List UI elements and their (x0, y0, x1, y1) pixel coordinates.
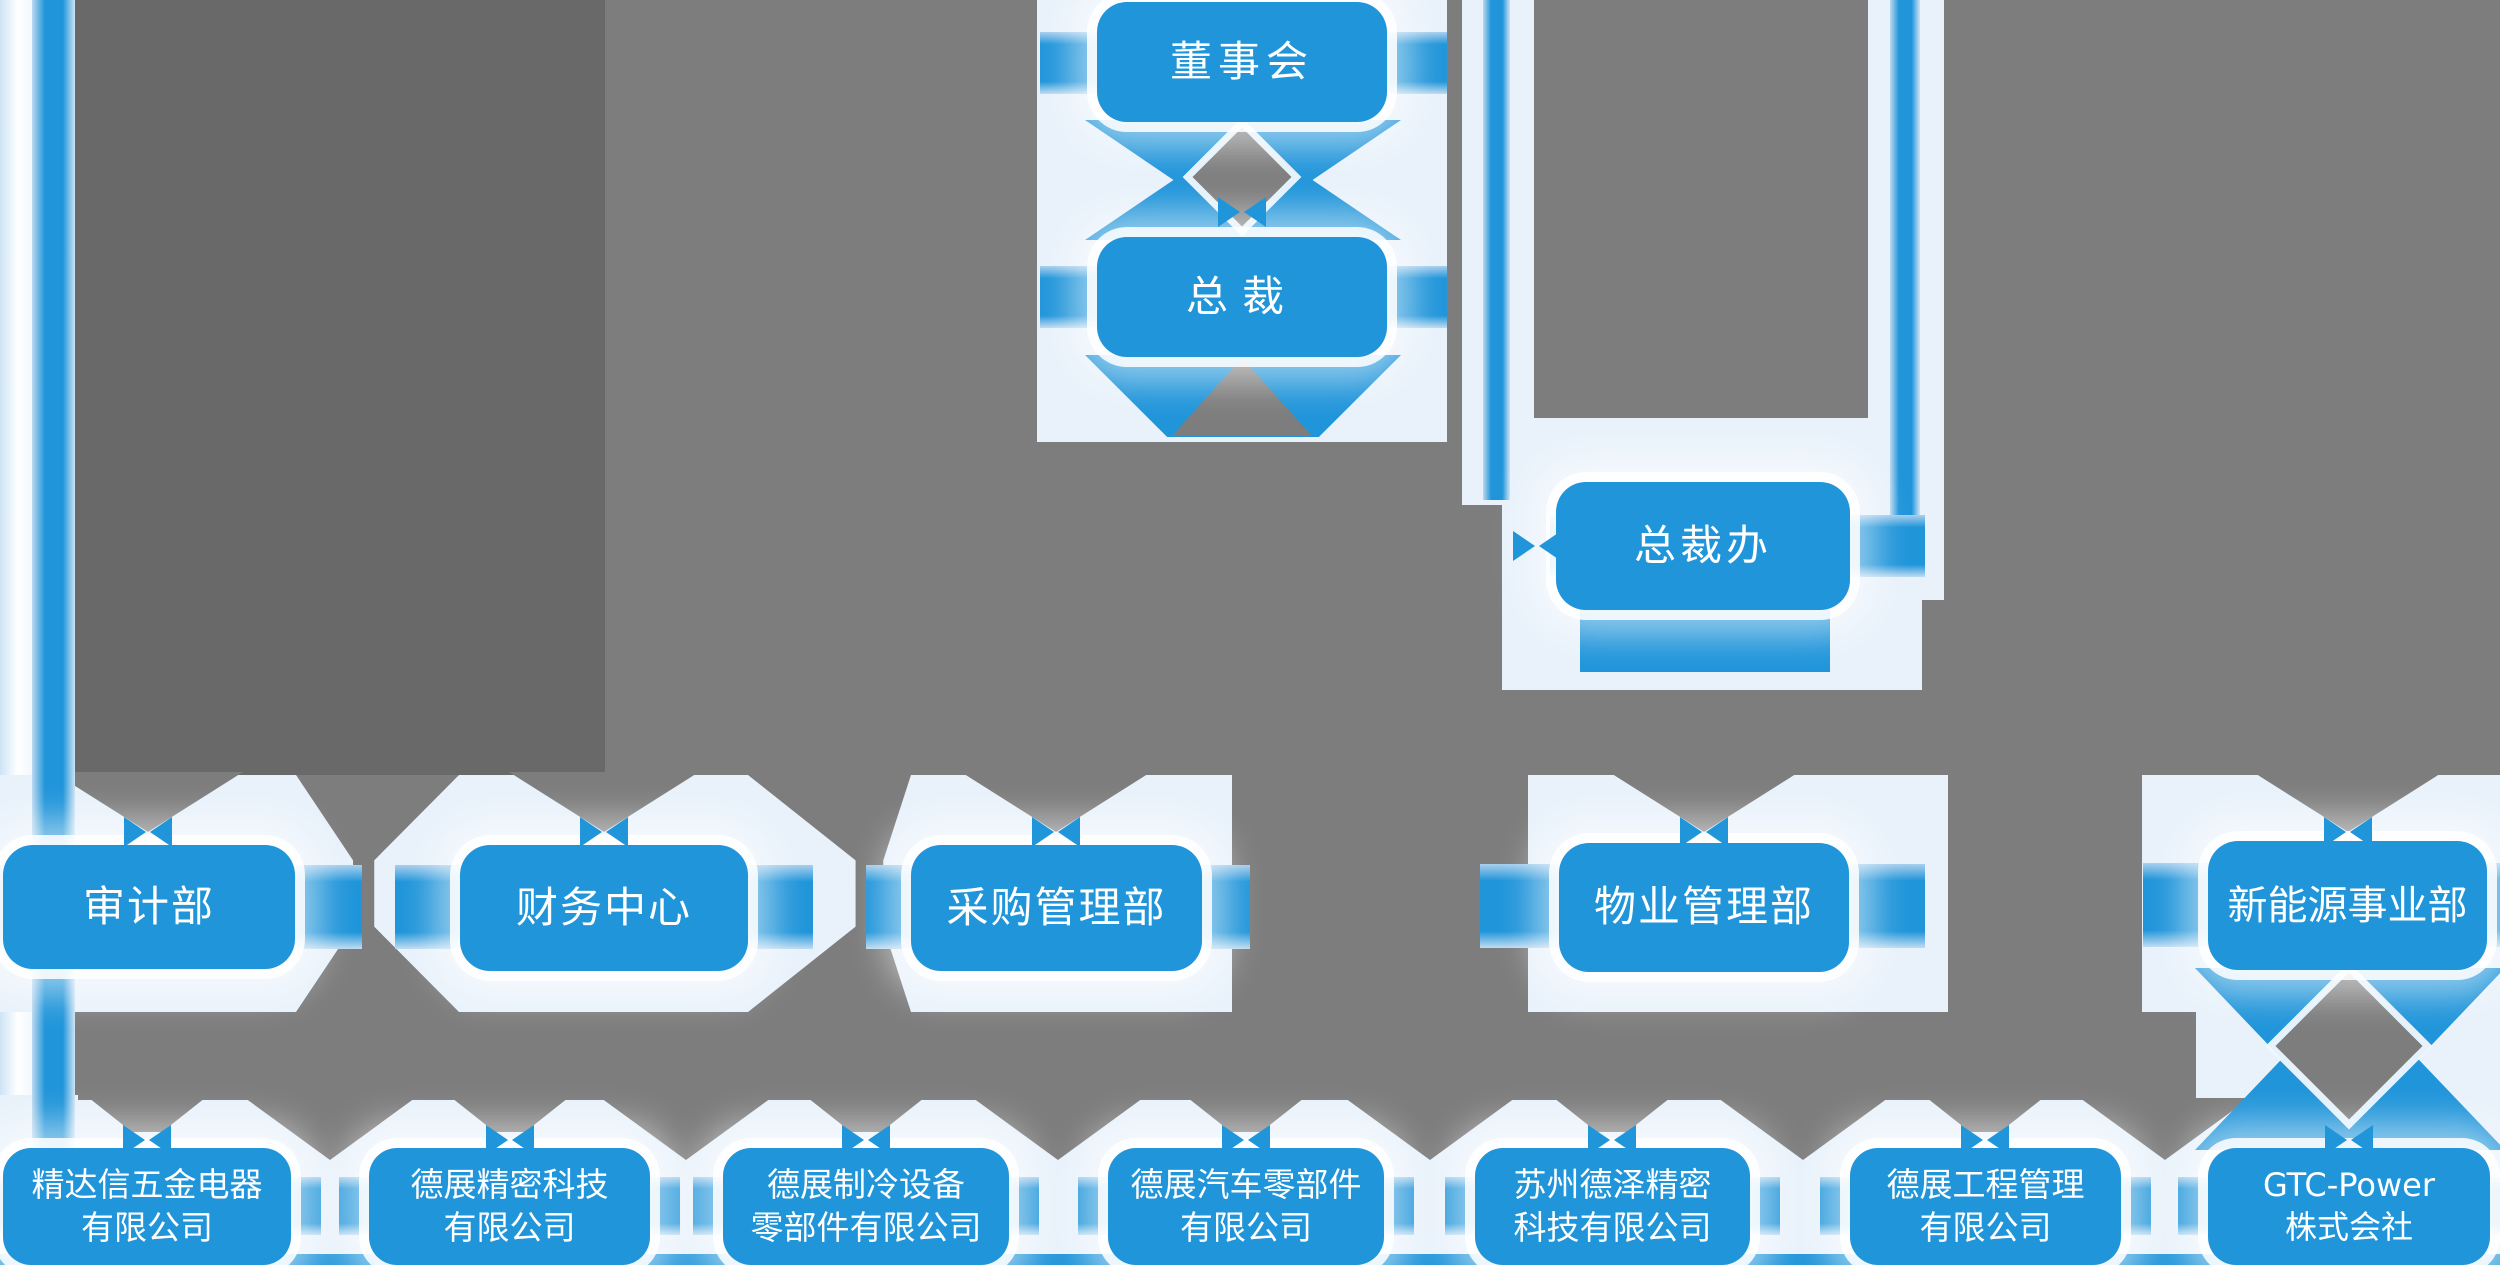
bowtie-icon-newenergy (2324, 817, 2372, 847)
node-new-energy-div: 新能源事业部 (2208, 841, 2487, 970)
bowtie-icon-sub6 (1961, 1125, 2009, 1155)
bowtie-icon-sub5 (1588, 1125, 1636, 1155)
bowtie-icon-sub1 (123, 1125, 171, 1155)
bowtie-icon-procurement (1032, 817, 1080, 847)
node-subsidiary-dz-gongcheng: 德展工程管理 有限公司 (1850, 1148, 2121, 1265)
node-subsidiary-dz-zhileng: 德展制冷设备 零部件有限公司 (723, 1148, 1009, 1265)
node-board: 董事会 (1097, 2, 1387, 122)
bowtie-icon-president (1218, 197, 1266, 227)
dark-gray-block (75, 0, 605, 775)
node-subsidiary-dz-jingmi: 德展精密科技 有限公司 (369, 1148, 650, 1265)
vertical-blue-bar-a (1483, 0, 1510, 500)
vertical-blue-bar-b (1890, 0, 1920, 560)
node-president-office: 总裁办 (1556, 482, 1850, 610)
bowtie-icon-sub2 (486, 1125, 534, 1155)
node-subsidiary-gtc-power: GTC-Power 株式会社 (2208, 1148, 2490, 1265)
bowtie-icon-sub7 (2325, 1125, 2373, 1155)
node-audit-dept: 审计部 (3, 845, 295, 969)
node-president: 总裁 (1097, 237, 1387, 357)
office-down-stub (1580, 608, 1830, 672)
node-subsidiary-suzhou-deze: 苏州德泽精密 科技有限公司 (1475, 1148, 1750, 1265)
bowtie-icon-office (1513, 531, 1561, 561)
gray-connector-band (78, 1012, 2196, 1100)
node-procurement-dept: 采购管理部 (911, 845, 1202, 971)
node-subsidiary-dz-qiche: 德展汽车零部件 有限公司 (1108, 1148, 1384, 1265)
bowtie-icon-finance (580, 817, 628, 847)
gray-block-gap-3 (1232, 775, 1528, 1012)
node-finance-center: 财务中心 (460, 845, 748, 971)
node-subsidiary-jingdaxin: 精达信五金电器 有限公司 (3, 1148, 291, 1265)
bowtie-icon-sub4 (1222, 1125, 1270, 1155)
left-edge-blue-bar (32, 0, 75, 1265)
gray-block-gap-4 (1948, 775, 2142, 1012)
node-property-dept: 物业管理部 (1559, 843, 1849, 972)
bowtie-icon-sub3 (842, 1125, 890, 1155)
left-edge-glow (0, 0, 32, 1265)
bowtie-icon-property (1680, 817, 1728, 847)
bowtie-icon-audit (124, 817, 172, 847)
